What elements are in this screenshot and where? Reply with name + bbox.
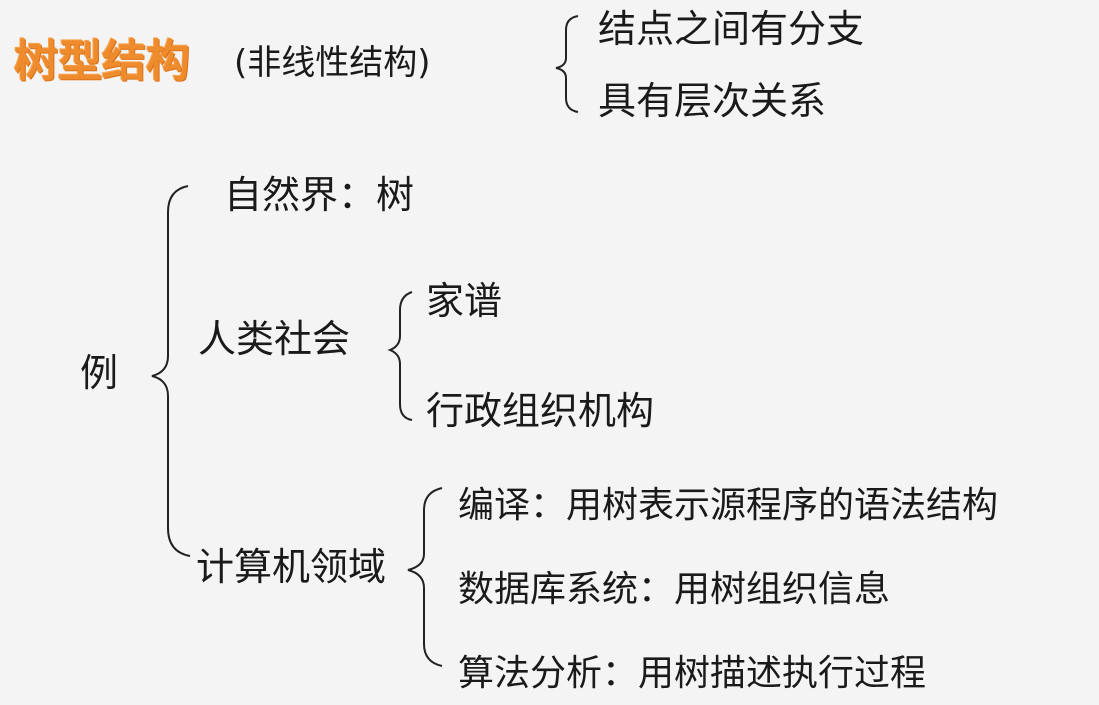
page-title: 树型结构 xyxy=(14,36,190,87)
computing-brace xyxy=(407,487,443,667)
computing-item-database: 数据库系统：用树组织信息 xyxy=(458,569,891,610)
example-brace xyxy=(151,185,191,557)
society-brace xyxy=(387,291,413,421)
page-subtitle: (非线性结构) xyxy=(234,43,431,83)
example-nature: 自然界：树 xyxy=(224,173,415,217)
trait-hierarchy: 具有层次关系 xyxy=(598,79,827,123)
example-human-society: 人类社会 xyxy=(198,317,351,361)
society-item-administration: 行政组织机构 xyxy=(426,389,655,433)
example-computing: 计算机领域 xyxy=(196,545,387,589)
traits-brace xyxy=(555,15,579,113)
computing-item-algorithm: 算法分析：用树描述执行过程 xyxy=(458,653,927,694)
society-item-genealogy: 家谱 xyxy=(426,279,503,323)
trait-branching: 结点之间有分支 xyxy=(598,7,865,51)
example-label: 例 xyxy=(80,351,119,395)
computing-item-compiler: 编译：用树表示源程序的语法结构 xyxy=(458,485,999,526)
